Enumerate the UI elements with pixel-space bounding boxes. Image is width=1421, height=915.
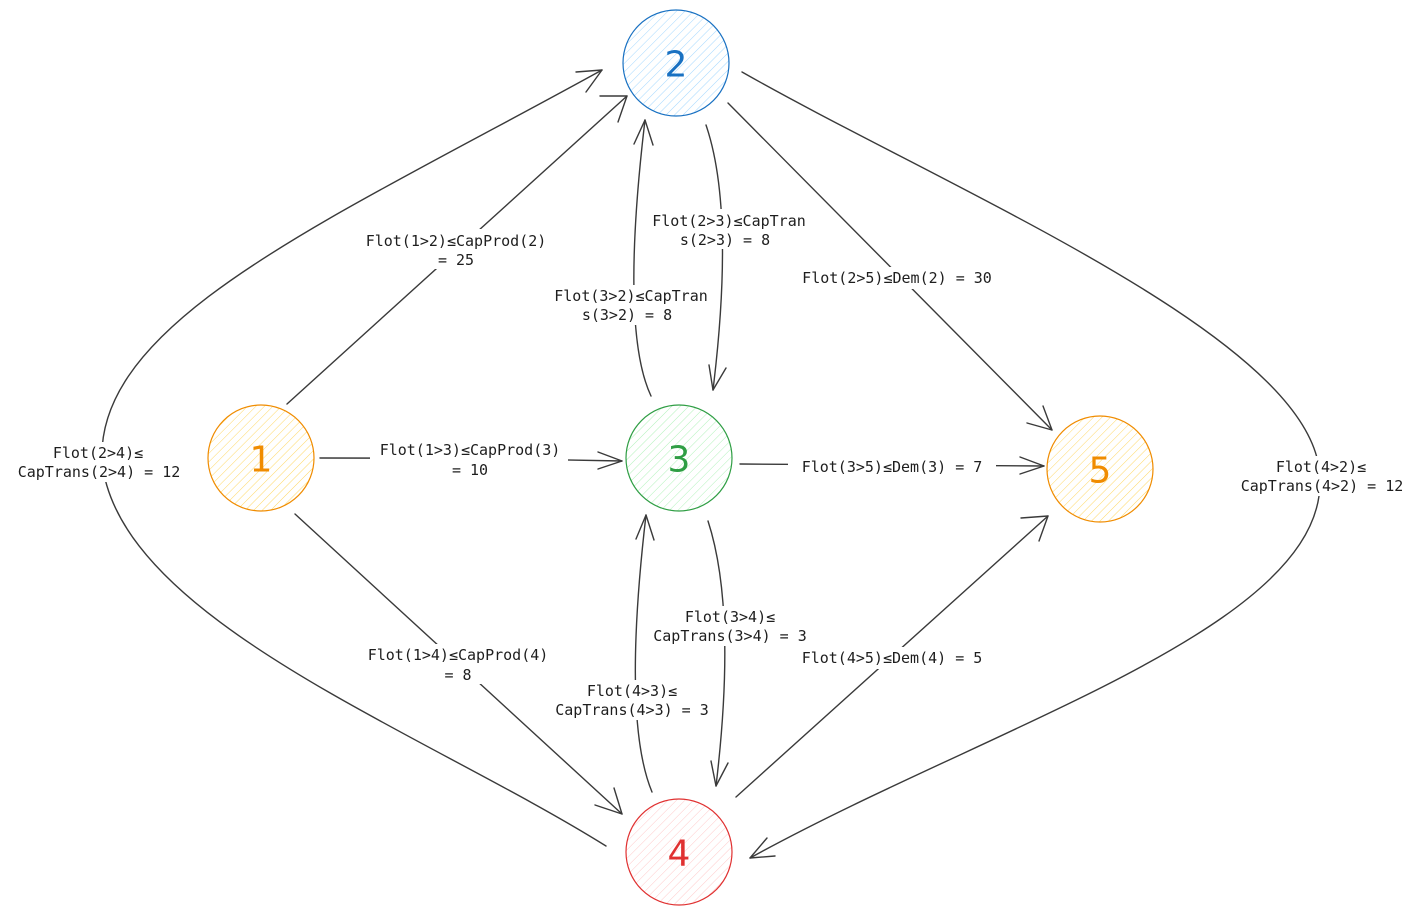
- edge-label-3-2-line1: Flot(3>2)≤CapTran: [554, 287, 708, 305]
- node-4-label: 4: [668, 834, 691, 875]
- edge-labels-layer: Flot(1>2)≤CapProd(2) = 25 Flot(1>3)≤CapP…: [8, 209, 1414, 720]
- edge-label-4-2-line1: Flot(4>2)≤: [1276, 458, 1366, 476]
- node-3[interactable]: 3: [625, 404, 733, 512]
- edge-label-4-3-line2: CapTrans(4>3) = 3: [555, 701, 709, 719]
- nodes-layer: 1 2 3 4 5: [207, 9, 1154, 906]
- edge-label-1-2: Flot(1>2)≤CapProd(2) = 25: [357, 229, 555, 269]
- edge-label-1-4-line1: Flot(1>4)≤CapProd(4): [368, 646, 549, 664]
- edge-label-4-5: Flot(4>5)≤Dem(4) = 5: [788, 647, 996, 669]
- edge-label-1-3-line1: Flot(1>3)≤CapProd(3): [380, 441, 561, 459]
- edge-label-2-4: Flot(2>4)≤ CapTrans(2>4) = 12: [8, 442, 190, 482]
- edge-label-2-5: Flot(2>5)≤Dem(2) = 30: [788, 267, 1006, 289]
- node-3-label: 3: [668, 440, 691, 481]
- edge-label-3-5: Flot(3>5)≤Dem(3) = 7: [788, 455, 996, 477]
- edge-label-3-2-line2: s(3>2) = 8: [582, 306, 672, 324]
- node-2-label: 2: [665, 45, 688, 86]
- edge-label-3-4: Flot(3>4)≤ CapTrans(3>4) = 3: [646, 606, 816, 646]
- edge-label-1-3-line2: = 10: [452, 461, 488, 479]
- edge-label-4-3: Flot(4>3)≤ CapTrans(4>3) = 3: [548, 680, 718, 720]
- edge-label-2-3-line2: s(2>3) = 8: [680, 231, 770, 249]
- edge-label-1-2-line1: Flot(1>2)≤CapProd(2): [366, 232, 547, 250]
- edge-label-1-2-line2: = 25: [438, 251, 474, 269]
- node-5-circle: [1046, 415, 1154, 523]
- node-1-label: 1: [250, 440, 273, 481]
- edge-label-1-3: Flot(1>3)≤CapProd(3) = 10: [370, 439, 568, 479]
- edge-label-4-2: Flot(4>2)≤ CapTrans(4>2) = 12: [1232, 456, 1414, 496]
- node-2[interactable]: 2: [622, 9, 730, 117]
- edge-label-3-4-line2: CapTrans(3>4) = 3: [653, 627, 807, 645]
- edge-3-4[interactable]: [707, 520, 729, 787]
- edge-label-4-5-line1: Flot(4>5)≤Dem(4) = 5: [802, 649, 983, 667]
- edge-2-5[interactable]: [727, 102, 1053, 431]
- node-5-label: 5: [1089, 451, 1112, 492]
- edge-label-2-3: Flot(2>3)≤CapTran s(2>3) = 8: [644, 209, 814, 249]
- node-4[interactable]: 4: [625, 798, 733, 906]
- edge-4-3[interactable]: [634, 514, 655, 793]
- edge-label-3-2: Flot(3>2)≤CapTran s(3>2) = 8: [546, 285, 716, 325]
- node-2-circle: [622, 9, 730, 117]
- edge-label-4-3-line1: Flot(4>3)≤: [587, 682, 677, 700]
- edge-label-3-4-line1: Flot(3>4)≤: [685, 608, 775, 626]
- edge-label-3-5-line1: Flot(3>5)≤Dem(3) = 7: [802, 458, 983, 476]
- edge-label-2-3-line1: Flot(2>3)≤CapTran: [652, 212, 806, 230]
- node-1-circle: [207, 404, 315, 512]
- edge-label-1-4: Flot(1>4)≤CapProd(4) = 8: [358, 644, 556, 684]
- node-1[interactable]: 1: [207, 404, 315, 512]
- edge-3-2[interactable]: [633, 119, 654, 397]
- edge-label-2-4-line2: CapTrans(2>4) = 12: [18, 463, 181, 481]
- node-4-circle: [625, 798, 733, 906]
- edge-2-3[interactable]: [705, 124, 727, 391]
- edge-label-4-2-line2: CapTrans(4>2) = 12: [1241, 477, 1404, 495]
- node-5[interactable]: 5: [1046, 415, 1154, 523]
- edge-label-1-4-line2: = 8: [444, 666, 471, 684]
- edge-label-2-5-line1: Flot(2>5)≤Dem(2) = 30: [802, 269, 992, 287]
- node-3-circle: [625, 404, 733, 512]
- edge-label-2-4-line1: Flot(2>4)≤: [53, 444, 143, 462]
